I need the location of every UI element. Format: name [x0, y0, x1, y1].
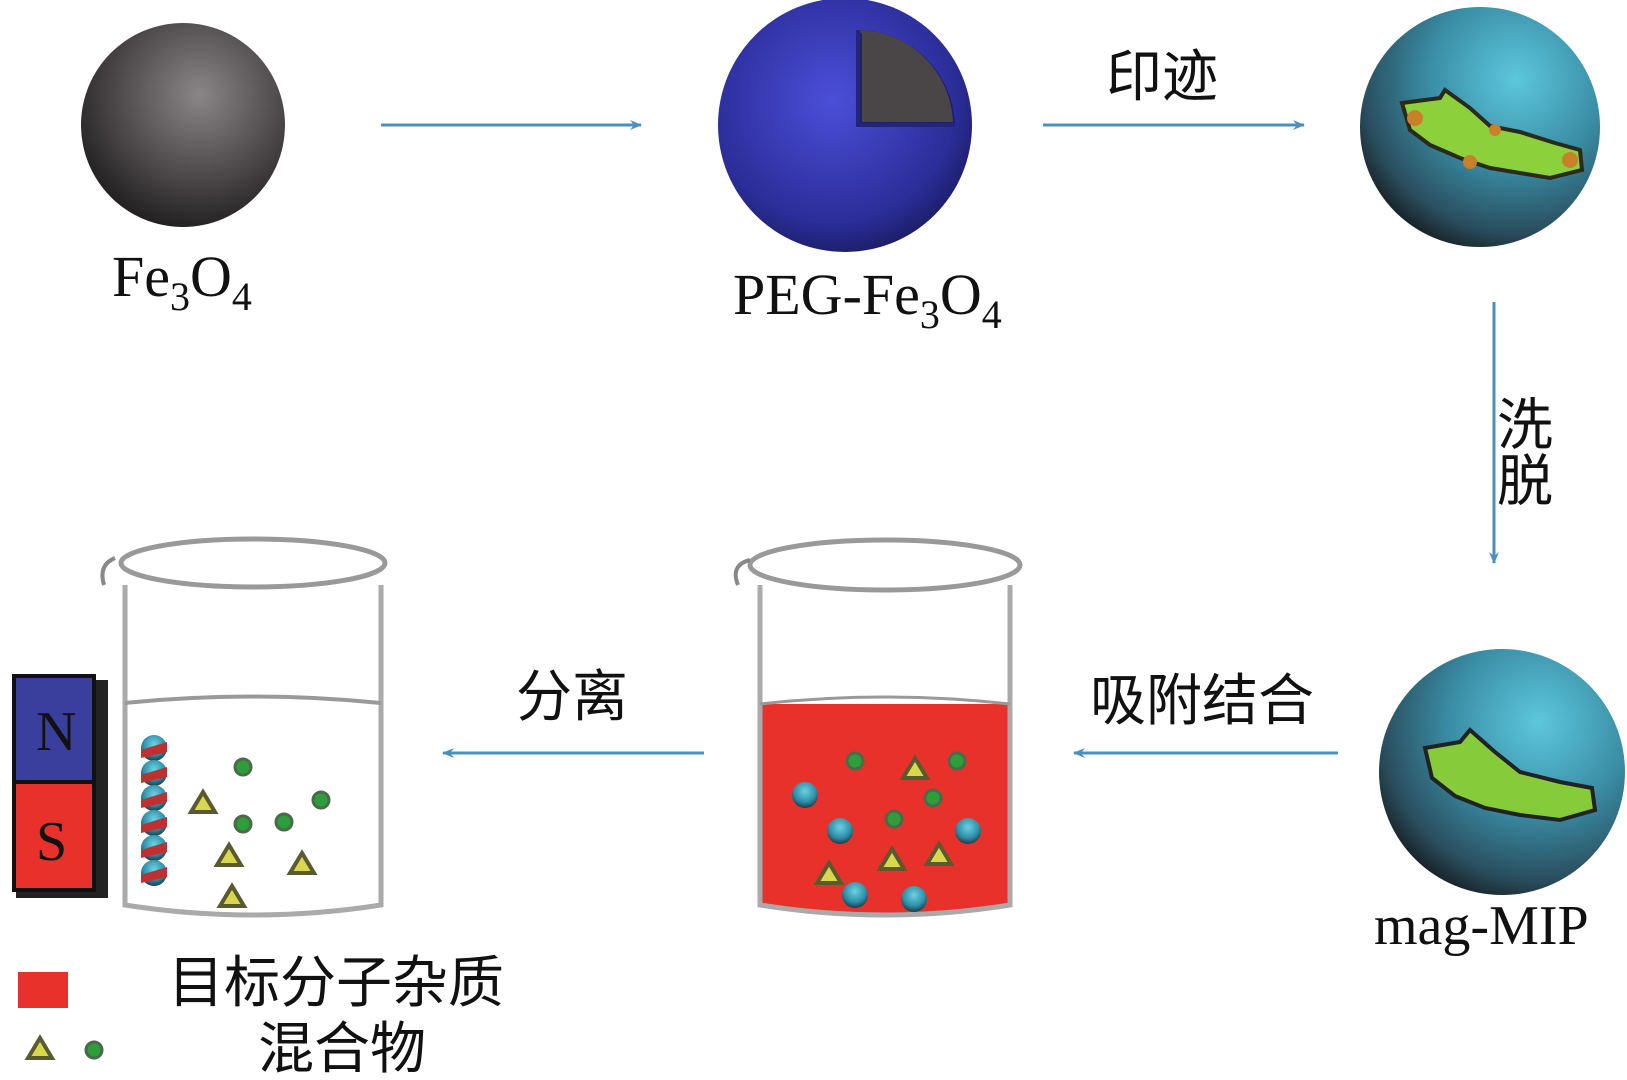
mag-mip-bead [792, 782, 818, 808]
bound-target [141, 867, 167, 883]
fe3o4-particle [81, 23, 285, 227]
mag-mip-label: mag-MIP [1374, 895, 1589, 957]
legend-mixture-label: 混合物 [258, 1017, 426, 1080]
impurity-triangle [899, 754, 931, 780]
impurity-dot [947, 751, 967, 771]
mag-mip-particle [1379, 649, 1625, 895]
legend-dot-icon [84, 1040, 104, 1060]
impurity-dot [884, 809, 904, 829]
peg-fe3o4-particle [718, 0, 972, 252]
fe3o4-label: Fe3O4 [112, 244, 252, 319]
mag-mip-bead [955, 818, 981, 844]
step-imprint-label: 印迹 [1106, 45, 1218, 110]
impurity-dot [845, 751, 865, 771]
step-separate-label: 分离 [516, 665, 628, 730]
impurity-triangle [923, 840, 955, 866]
mag-mip-bead [827, 818, 853, 844]
impurity-dot [233, 757, 253, 777]
impurity-dot [274, 812, 294, 832]
impurity-dot [923, 788, 943, 808]
legend-swatch-target [18, 972, 68, 1008]
bound-target [141, 792, 167, 808]
impurity-triangle [813, 859, 845, 885]
magnet-south-label: S [36, 811, 67, 873]
beaker-mixture-contents [792, 751, 981, 912]
beaker-mixture [733, 537, 1023, 918]
impurity-triangle [187, 788, 219, 814]
peg-fe3o4-label: PEG-Fe3O4 [733, 262, 1002, 337]
step-adsorb-label: 吸附结合 [1090, 669, 1314, 734]
impurity-triangle [216, 882, 248, 908]
bound-target [141, 817, 167, 833]
bound-target [141, 767, 167, 783]
legend-triangle-icon [24, 1034, 56, 1060]
impurity-triangle [876, 845, 908, 871]
magnet-north-label: N [36, 701, 76, 763]
mag-mip-bead [842, 882, 868, 908]
impurity-dot [233, 814, 253, 834]
beaker-separation [100, 536, 388, 918]
bound-target [141, 742, 167, 758]
impurity-triangle [286, 849, 318, 875]
step-elute-label: 洗脱 [1488, 395, 1553, 507]
impurity-dot [311, 790, 331, 810]
bound-target [141, 842, 167, 858]
beaker-separation-contents [141, 735, 331, 908]
magnet: N S [12, 674, 108, 898]
imprinted-particle [1360, 7, 1600, 247]
impurity-triangle [213, 841, 245, 867]
legend-target-label: 目标分子杂质 [168, 951, 504, 1016]
mag-mip-bead [901, 886, 927, 912]
